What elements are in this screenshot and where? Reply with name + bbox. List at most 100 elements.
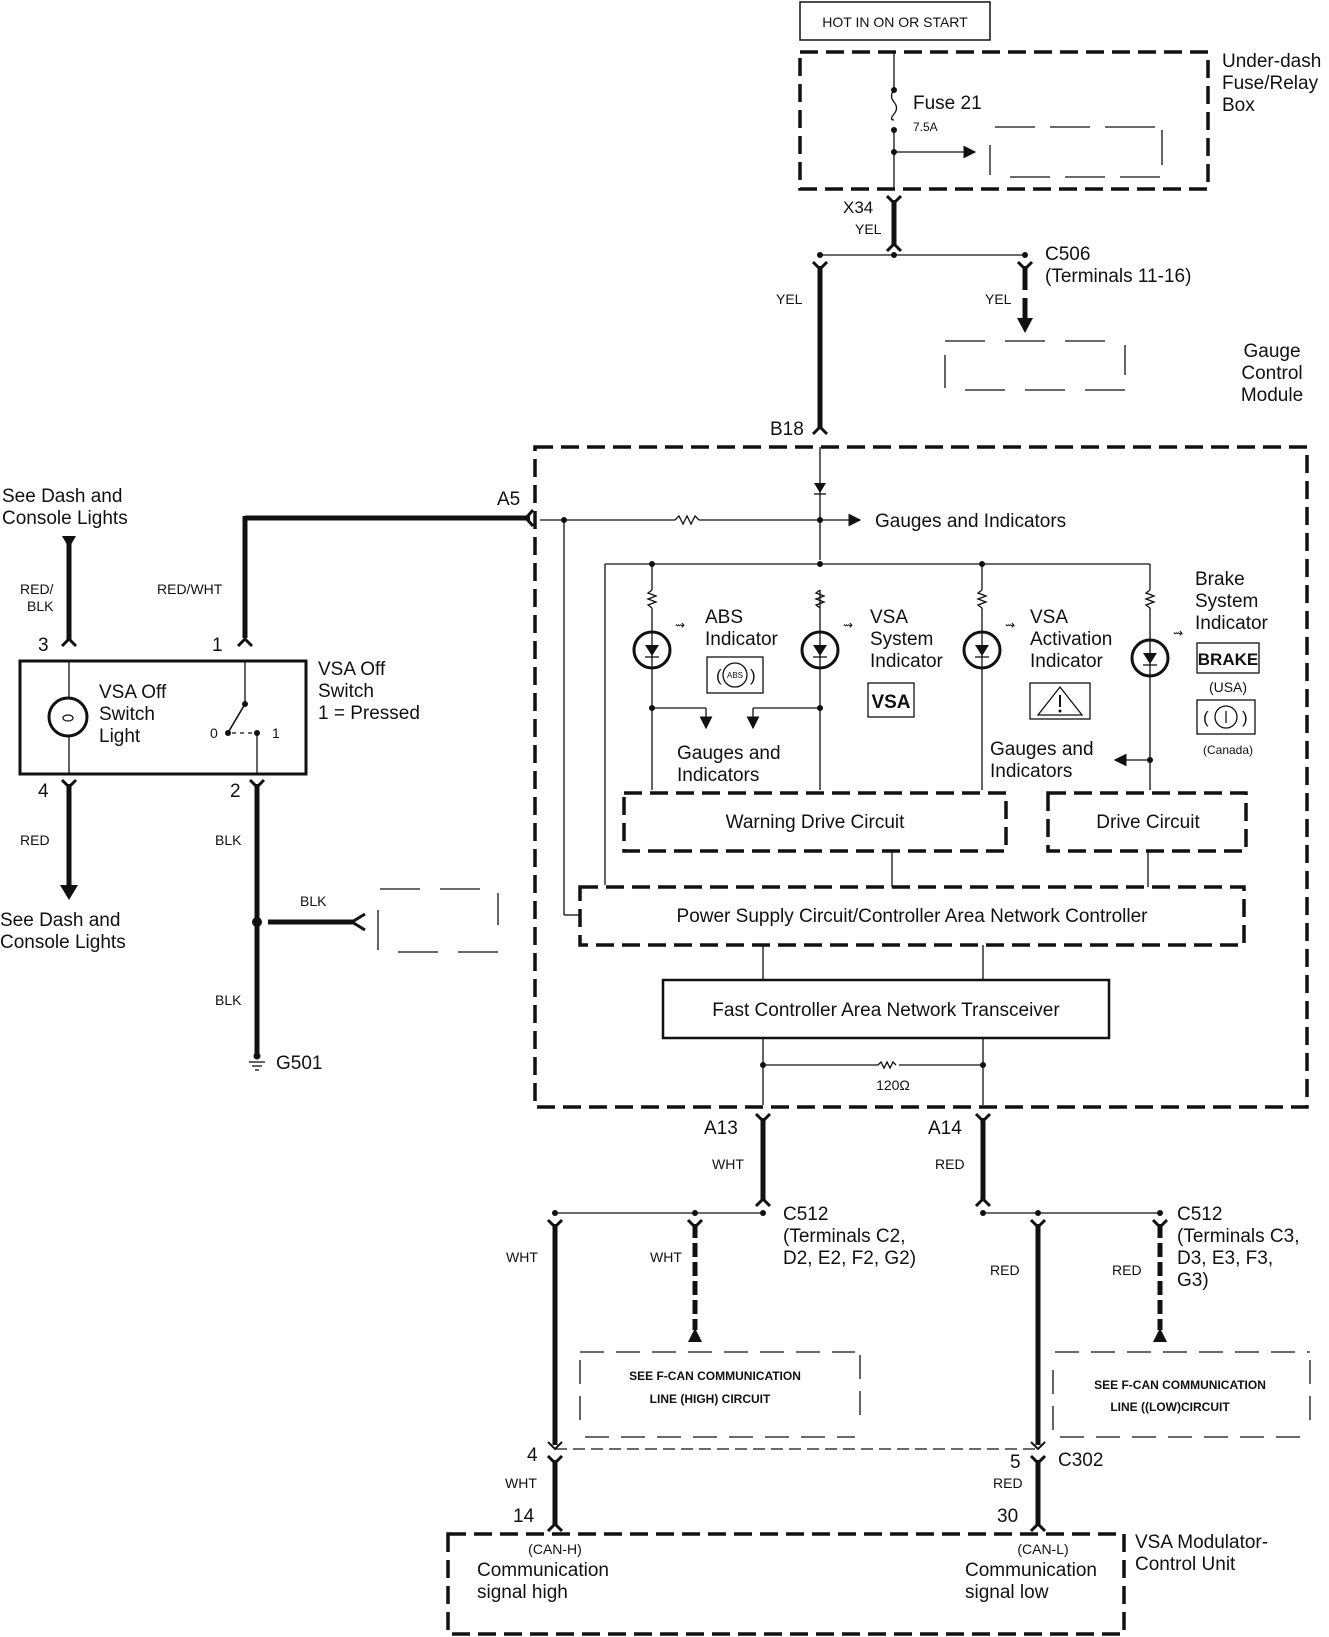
- vsa-modulator-name-1: VSA Modulator-: [1135, 1532, 1268, 1553]
- gauge-placeholder: [944, 340, 1126, 391]
- switch-contact-icon[interactable]: [228, 703, 246, 732]
- pin-vsa-low: 30: [997, 1506, 1018, 1527]
- can-l-label: (CAN-L): [1017, 1541, 1068, 1557]
- brake-icon: BRAKE: [1198, 650, 1258, 669]
- connector-c302: C302: [1058, 1450, 1103, 1471]
- brake-canada-label: (Canada): [1203, 743, 1253, 757]
- dash-lights-top-2: Console Lights: [2, 508, 128, 529]
- light-rays-icon: ⇝: [675, 618, 685, 632]
- wire-color-ground-branch: BLK: [300, 893, 327, 909]
- warning-drive-circuit-box: [622, 791, 1008, 853]
- fcan-low-line-2: LINE ((LOW)CIRCUIT: [1110, 1400, 1230, 1414]
- transceiver-label: Fast Controller Area Network Transceiver: [712, 1000, 1060, 1021]
- gauge-module-name-1: Gauge: [1243, 341, 1300, 362]
- connector-a13: A13: [704, 1118, 738, 1139]
- ground-branch-placeholder: [377, 888, 499, 953]
- fcan-high-reference-box[interactable]: SEE F-CAN COMMUNICATION LINE (HIGH) CIRC…: [579, 1351, 861, 1438]
- abs-indicator: ⇝ ABS Indicator ABS ( ): [632, 564, 779, 790]
- svg-text:(: (: [1203, 708, 1209, 727]
- wire-color-c302-low: RED: [993, 1475, 1023, 1491]
- brake-label-1: Brake: [1195, 569, 1245, 590]
- power-source-box: HOT IN ON OR START: [799, 1, 991, 41]
- pin-4: 4: [38, 781, 49, 802]
- wire-color-c302-high: WHT: [505, 1475, 537, 1491]
- svg-text:): ): [750, 666, 756, 685]
- switch-pos-1: 1: [272, 725, 280, 741]
- vsa-modulator-name-2: Control Unit: [1135, 1554, 1236, 1575]
- fcan-low-reference-box[interactable]: SEE F-CAN COMMUNICATION LINE ((LOW)CIRCU…: [1052, 1351, 1311, 1438]
- wire-color-high-left: WHT: [506, 1249, 538, 1265]
- wire-color-pin3-1: RED/: [20, 581, 54, 597]
- switch-light-2: Switch: [99, 704, 155, 725]
- comm-high-1: Communication: [477, 1560, 609, 1581]
- vsa-activation-label-3: Indicator: [1030, 651, 1104, 672]
- gauges-right-label-1: Gauges and: [990, 739, 1094, 760]
- vsa-activation-label-1: VSA: [1030, 607, 1068, 628]
- fuse-box-name-2: Fuse/Relay: [1222, 73, 1319, 94]
- led-icon: [1130, 638, 1170, 678]
- svg-text:ABS: ABS: [727, 671, 743, 680]
- abs-icon: [722, 662, 748, 688]
- can-h-label: (CAN-H): [528, 1541, 582, 1557]
- warning-drive-label: Warning Drive Circuit: [726, 812, 905, 833]
- abs-label-1: ABS: [705, 607, 743, 628]
- wire-color-x34: YEL: [855, 221, 882, 237]
- gauges-right-label-2: Indicators: [990, 761, 1072, 782]
- connector-c506: C506: [1045, 244, 1090, 265]
- power-supply-label: Power Supply Circuit/Controller Area Net…: [677, 906, 1149, 927]
- vsa-icon: VSA: [871, 692, 910, 713]
- wire-color-pin2: BLK: [215, 832, 242, 848]
- c512-high-terminals-1: (Terminals C2,: [783, 1226, 905, 1247]
- abs-label-2: Indicator: [705, 629, 779, 650]
- connector-b18: B18: [770, 419, 804, 440]
- fuse-box-name-3: Box: [1222, 95, 1255, 116]
- pin-1: 1: [212, 635, 223, 656]
- connector-g501: G501: [276, 1053, 322, 1074]
- vsa-system-label-2: System: [870, 629, 933, 650]
- connector-a14: A14: [928, 1118, 962, 1139]
- drive-circuit-label: Drive Circuit: [1096, 812, 1200, 833]
- fuse-rating: 7.5A: [913, 120, 938, 134]
- gauge-module-name-2: Control: [1241, 363, 1302, 384]
- pin-c302-high: 4: [527, 1445, 538, 1466]
- transceiver-box: [661, 978, 1111, 1040]
- power-supply-box: [578, 885, 1246, 947]
- wire-color-c506: YEL: [985, 291, 1012, 307]
- fuse-icon: [890, 89, 898, 121]
- brake-system-indicator: ⇝ Brake System Indicator BRAKE (USA) ( )…: [1113, 564, 1269, 790]
- wire-color-high-right: WHT: [650, 1249, 682, 1265]
- c512-low-terminals-1: (Terminals C3,: [1177, 1226, 1299, 1247]
- light-rays-icon: ⇝: [1005, 618, 1015, 632]
- led-icon: [962, 630, 1002, 670]
- fuse-label: Fuse 21: [913, 93, 982, 114]
- switch-name-1: VSA Off: [318, 659, 386, 680]
- power-source-label: HOT IN ON OR START: [822, 14, 968, 30]
- switch-name-3: 1 = Pressed: [318, 703, 420, 724]
- switch-light-3: Light: [99, 726, 141, 747]
- vsa-activation-label-2: Activation: [1030, 629, 1112, 650]
- gauge-module-name-3: Module: [1241, 385, 1303, 406]
- brake-label-2: System: [1195, 591, 1258, 612]
- warning-triangle-icon: [1036, 685, 1084, 716]
- led-icon: [632, 630, 672, 670]
- led-icon: [800, 630, 840, 670]
- wire-color-a14: RED: [935, 1156, 965, 1172]
- wire-color-a13: WHT: [712, 1156, 744, 1172]
- wire-color-low-left: RED: [990, 1262, 1020, 1278]
- vsa-system-label-3: Indicator: [870, 651, 944, 672]
- fuse-relay-box: Under-dash Fuse/Relay Box Fuse 21 7.5A: [798, 50, 1321, 191]
- connector-c506-terminals: (Terminals 11-16): [1045, 266, 1191, 287]
- switch-light-bulb-icon: [47, 696, 89, 738]
- gauges-top-label: Gauges and Indicators: [875, 511, 1066, 532]
- pin-3: 3: [38, 635, 49, 656]
- dash-lights-bottom-2: Console Lights: [0, 932, 126, 953]
- fcan-high-line-1: SEE F-CAN COMMUNICATION: [629, 1369, 801, 1383]
- vsa-system-label-1: VSA: [870, 607, 908, 628]
- wire-color-b18: YEL: [776, 291, 803, 307]
- wire-color-pin4: RED: [20, 832, 50, 848]
- dash-lights-top-1: See Dash and: [2, 486, 122, 507]
- vsa-activation-indicator: ⇝ VSA Activation Indicator: [962, 564, 1112, 790]
- gauges-left-label-1: Gauges and: [677, 743, 781, 764]
- c512-low-terminals-3: G3): [1177, 1270, 1209, 1291]
